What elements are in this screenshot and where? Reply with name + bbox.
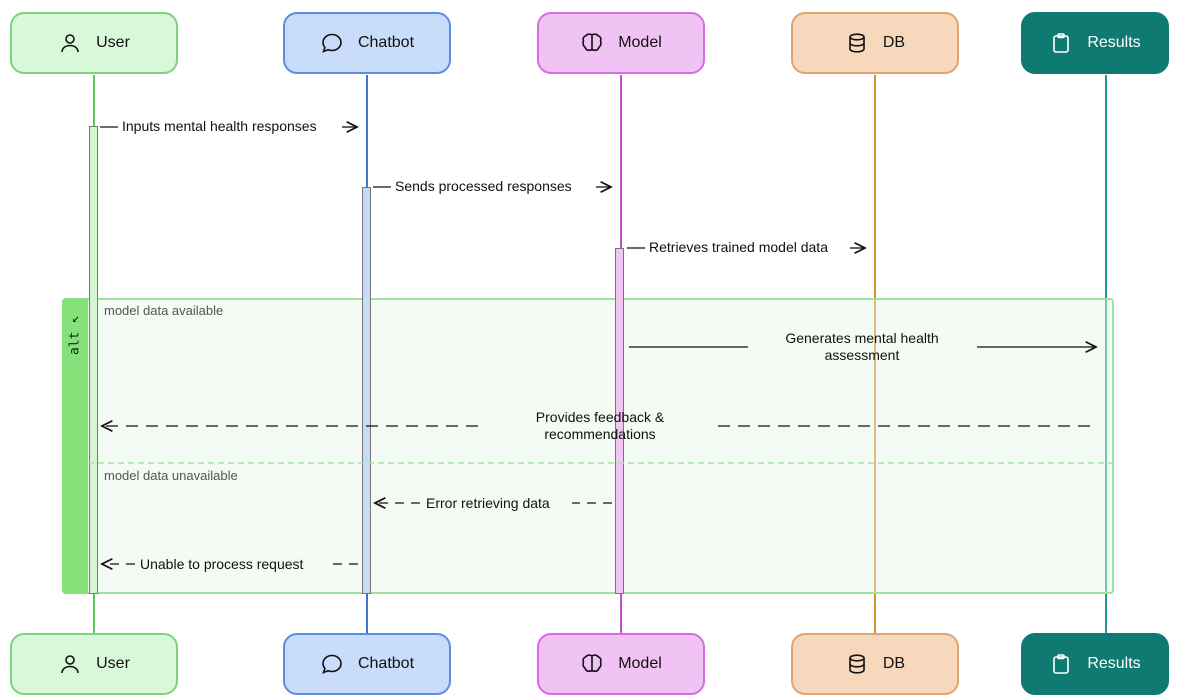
user-activation	[89, 126, 98, 594]
actor-results-top[interactable]: Results	[1021, 12, 1169, 74]
database-icon	[849, 654, 865, 674]
actor-results-bottom[interactable]: Results	[1021, 633, 1169, 695]
alt-frame-tab	[62, 298, 88, 594]
actor-db-bottom[interactable]: DB	[791, 633, 959, 695]
clipboard-icon	[1053, 654, 1070, 674]
actor-chatbot-bottom[interactable]: Chatbot	[283, 633, 451, 695]
message-error-retrieving: Error retrieving data	[426, 495, 550, 511]
chat-bubble-icon	[322, 654, 342, 674]
db-lifeline	[874, 75, 876, 633]
user-icon	[61, 655, 79, 674]
actor-user-top[interactable]: User	[10, 12, 178, 74]
alt-condition-unavailable: model data unavailable	[104, 468, 238, 483]
actor-db-label: DB	[882, 34, 906, 51]
message-provides-feedback: Provides feedback & recommendations	[535, 409, 665, 442]
actor-model-bottom[interactable]: Model	[537, 633, 705, 695]
actor-model-label: Model	[618, 34, 662, 51]
actor-user-label: User	[96, 34, 130, 51]
actor-chatbot-label: Chatbot	[357, 655, 415, 672]
actor-chatbot-label: Chatbot	[357, 34, 415, 51]
actor-chatbot-top[interactable]: Chatbot	[283, 12, 451, 74]
actor-db-label: DB	[882, 655, 906, 672]
actor-user-label: User	[96, 655, 130, 672]
message-inputs-responses: Inputs mental health responses	[122, 118, 317, 134]
message-retrieves-model-data: Retrieves trained model data	[649, 239, 828, 255]
user-icon	[61, 34, 79, 53]
brain-icon	[582, 33, 602, 52]
actor-results-label: Results	[1087, 34, 1141, 51]
results-lifeline	[1105, 75, 1107, 633]
chat-bubble-icon	[322, 33, 342, 53]
model-activation	[615, 248, 624, 594]
alt-frame	[62, 298, 1114, 594]
alt-condition-available: model data available	[104, 303, 224, 318]
actor-model-label: Model	[618, 655, 662, 672]
actor-user-bottom[interactable]: User	[10, 633, 178, 695]
database-icon	[849, 33, 865, 53]
chatbot-activation	[362, 187, 371, 594]
actor-results-label: Results	[1087, 655, 1141, 672]
brain-icon	[582, 654, 602, 673]
message-unable-to-process: Unable to process request	[140, 556, 304, 572]
clipboard-icon	[1053, 33, 1070, 53]
message-sends-processed: Sends processed responses	[395, 178, 572, 194]
actor-db-top[interactable]: DB	[791, 12, 959, 74]
actor-model-top[interactable]: Model	[537, 12, 705, 74]
message-generates-assessment: Generates mental health assessment	[785, 330, 939, 363]
